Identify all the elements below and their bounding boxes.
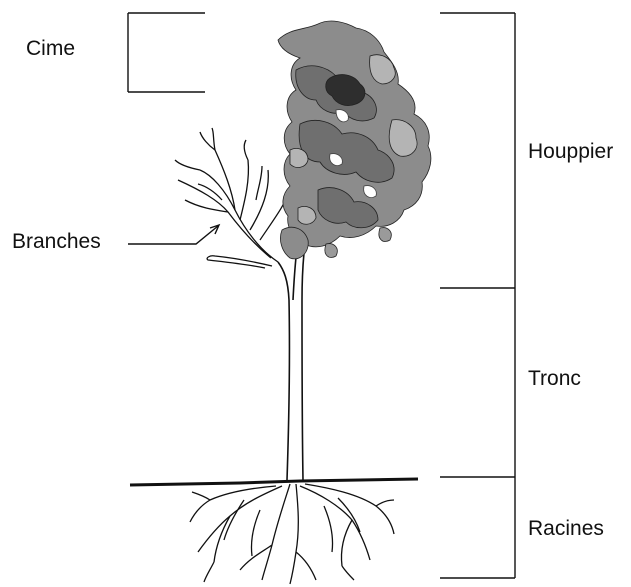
ground-line [130, 479, 418, 485]
cime-bracket [128, 13, 205, 92]
tronc-label: Tronc [528, 368, 581, 389]
racines-bracket [440, 477, 515, 578]
branches-pointer-arrow [128, 225, 219, 244]
tronc-bracket [440, 288, 515, 477]
houppier-label: Houppier [528, 141, 613, 162]
branches-label: Branches [12, 231, 101, 252]
houppier-bracket [440, 13, 515, 288]
bare-branches [175, 128, 290, 268]
racines-label: Racines [528, 518, 604, 539]
foliage [278, 21, 431, 259]
cime-label: Cime [26, 38, 75, 59]
roots [190, 484, 394, 584]
